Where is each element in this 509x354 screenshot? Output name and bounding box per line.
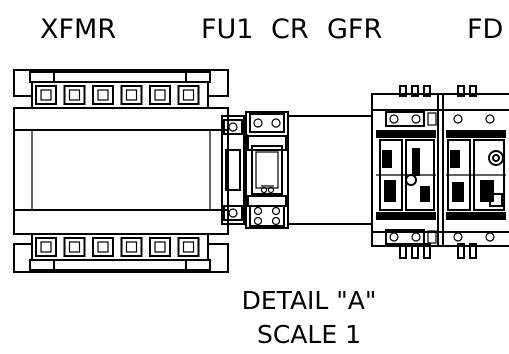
detail-scale: SCALE 1 [257, 320, 361, 349]
label-gfr: GFR [327, 14, 382, 45]
top-terminal [149, 85, 171, 105]
transformer-xfmr [13, 69, 229, 273]
label-fu1: FU1 [201, 14, 253, 45]
relay-cr [245, 111, 289, 229]
label-cr: CR [271, 14, 309, 45]
bottom-terminal-screw [97, 241, 109, 253]
bottom-terminal-screw [40, 241, 52, 253]
top-terminal [35, 85, 57, 105]
top-terminal-screw [97, 89, 109, 101]
top-terminal-screw [40, 89, 52, 101]
bottom-terminal-screw [182, 241, 195, 253]
top-terminal [177, 85, 200, 105]
top-terminal-screw [182, 89, 195, 101]
bottom-terminal-strip [35, 237, 200, 257]
label-xfmr: XFMR [40, 14, 116, 45]
bottom-terminal-screw [154, 241, 166, 253]
bottom-terminal [35, 237, 57, 257]
bottom-terminal [63, 237, 86, 257]
bottom-terminal [177, 237, 200, 257]
disconnect-fd [371, 85, 509, 259]
top-terminal-strip [35, 85, 200, 105]
fuse-holder-fu1 [221, 115, 248, 225]
top-terminal [120, 85, 143, 105]
top-terminal-screw [68, 89, 81, 101]
top-terminal [92, 85, 114, 105]
rail-gfr [288, 115, 372, 225]
bottom-terminal [92, 237, 114, 257]
bottom-terminal [120, 237, 143, 257]
bottom-terminal-screw [125, 241, 138, 253]
top-terminal-screw [125, 89, 138, 101]
label-fd: FD [467, 14, 503, 45]
detail-title: DETAIL "A" [242, 286, 377, 315]
bottom-terminal-screw [68, 241, 81, 253]
top-terminal [63, 85, 86, 105]
bottom-terminal [149, 237, 171, 257]
top-terminal-screw [154, 89, 166, 101]
